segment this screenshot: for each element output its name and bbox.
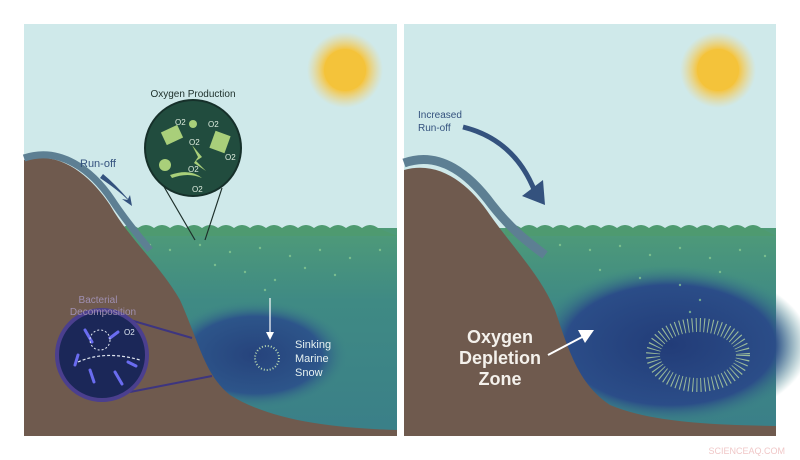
water-surface-waves — [90, 225, 397, 236]
oxygen-production-inset — [144, 99, 242, 197]
zone-label-line2: Depletion — [459, 348, 541, 368]
watermark: SCIENCEAQ.COM — [708, 446, 785, 456]
runoff-arrow-icon — [100, 174, 132, 206]
o2-molecules: O2 O2 O2 O2 O2 O2 — [175, 118, 236, 194]
increased-runoff-arrow-icon — [462, 124, 538, 193]
oxygen-depletion-zone — [530, 265, 800, 425]
zone-label-line1: Oxygen — [467, 327, 533, 347]
runoff-stream — [22, 151, 153, 253]
svg-text:O2: O2 — [208, 120, 219, 129]
callout-line — [129, 375, 213, 393]
oxygen-production-label: Oxygen Production — [150, 89, 235, 100]
zone-pointer-arrow-icon — [547, 335, 585, 356]
svg-text:O2: O2 — [192, 185, 203, 194]
sun-core — [697, 49, 739, 91]
marine-snow-line2: Marine — [295, 353, 329, 365]
marine-snow-line3: Snow — [295, 367, 323, 379]
plankton-dots — [558, 243, 767, 314]
right-panel-eutrophic-state: Increased Run-off Oxygen Depletion Zone — [402, 24, 800, 436]
zone-pointer-arrowhead-icon — [578, 330, 594, 343]
detritus-particle — [89, 329, 111, 351]
marine-snow-cluster — [646, 318, 750, 392]
runoff-label: Run-off — [80, 158, 117, 170]
phytoplankton-icons — [159, 120, 231, 178]
callout-line — [162, 184, 196, 241]
land-slope — [404, 167, 776, 436]
sun-core — [324, 49, 366, 91]
marine-snow-cluster — [254, 345, 280, 371]
zone-label-line3: Zone — [479, 369, 522, 389]
increased-runoff-line2: Run-off — [418, 123, 451, 134]
bacterial-label-line1: Bacterial — [79, 295, 118, 306]
svg-text:O2: O2 — [175, 118, 186, 127]
bacteria-icons — [73, 328, 138, 386]
marine-snow-line1: Sinking — [295, 339, 331, 351]
runoff-arrowhead-icon — [522, 180, 545, 205]
svg-text:O2: O2 — [225, 153, 236, 162]
bacterial-label-line2: Decomposition — [70, 307, 136, 318]
water-surface-waves — [505, 225, 776, 236]
runoff-stream — [402, 154, 548, 259]
increased-runoff-line1: Increased — [418, 110, 462, 121]
detritus-particle — [77, 354, 141, 363]
svg-text:O2: O2 — [189, 138, 200, 147]
bacterial-decomposition-inset — [55, 308, 149, 402]
callout-line — [129, 319, 193, 339]
o2-molecule: O2 — [124, 328, 135, 337]
svg-text:O2: O2 — [188, 165, 199, 174]
callout-line — [204, 187, 223, 241]
sinking-arrowhead-icon — [266, 332, 274, 340]
left-panel-current-state: Run-off O2 O2 O2 O2 O2 O2 Oxygen Product… — [22, 24, 397, 436]
